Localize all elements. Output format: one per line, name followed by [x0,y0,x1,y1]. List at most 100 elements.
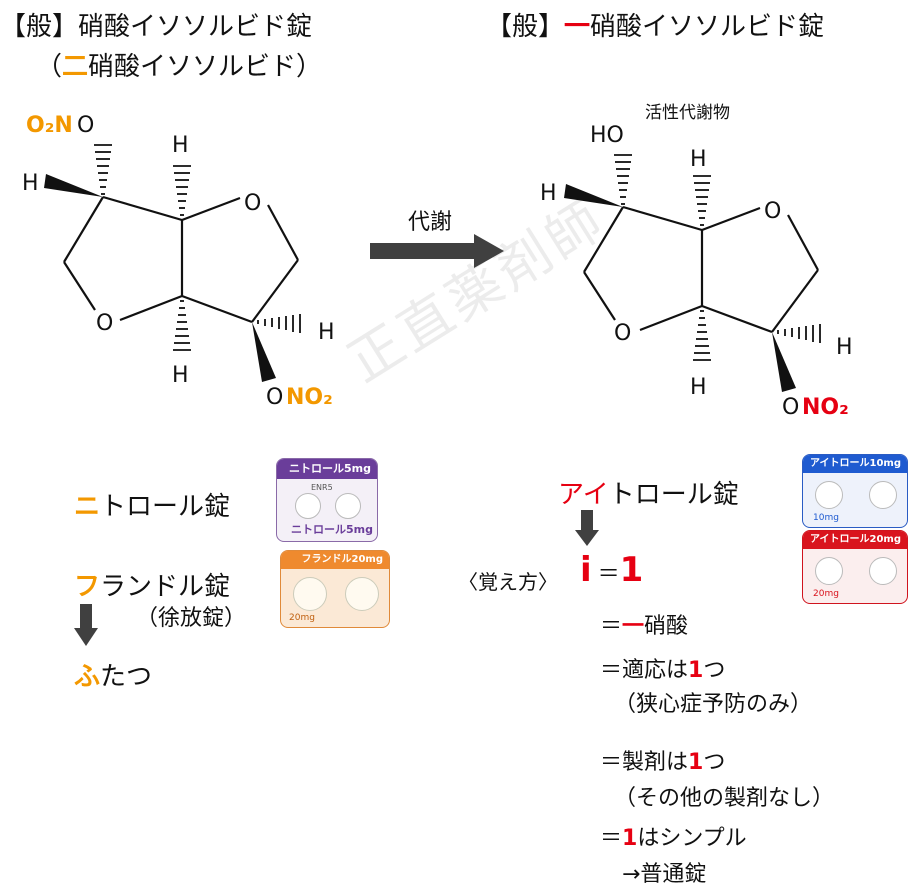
left-molecule: O₂N O H H H H O O O NO₂ [22,113,335,410]
frandol-note: （徐放錠） [136,606,247,631]
right-ring-bonds [583,205,819,334]
right-bold-wedge-ono2 [772,332,796,392]
itrol-highlight: アイ [558,480,609,510]
mnemonic-line-1: ＝一硝酸 [600,608,688,640]
mnemonic-label: 〈覚え方〉 [458,570,558,594]
right-ring-o2-label: O [614,321,631,346]
nitrol-name: ニトロール錠 [74,486,230,523]
futatsu-rest: たつ [100,662,153,692]
mnemonic-line-4-num: 1 [622,826,638,851]
left-subtitle: （二硝酸イソソルビド） [36,46,322,83]
frandol-pack-image: フランドル20mg 20mg [280,550,390,628]
left-o-bottom-label: O [266,385,283,410]
left-bold-wedge-ono2 [252,322,276,382]
itrol20-tablet-1 [815,557,843,585]
left-subtitle-rest: 硝酸イソソルビド） [88,52,323,82]
left-title: 【般】硝酸イソソルビド錠 [0,12,313,42]
mnemonic-one: 1 [619,550,644,590]
mnemonic-i-letter: i [580,550,592,590]
mnemonic-line-3-note: （その他の製剤なし） [614,786,835,811]
itrol-name: アイトロール錠 [558,474,739,511]
mnemonic-line-2-num: 1 [688,658,704,683]
nitrol-pack-image: ニトロール5mg ENR5 ニトロール5mg [276,458,378,542]
right-title-prefix: 【般】 [486,12,565,42]
itrol20-tablet-2 [869,557,897,585]
right-ring-o1-label: O [764,199,781,224]
mnemonic-line-3-rest: つ [703,750,726,775]
frandol-rest: ランドル錠 [100,572,231,602]
mnemonic-line-1-rest: 硝酸 [644,614,689,639]
right-bold-wedge-h [564,184,623,207]
itrol10-pack-image: アイトロール10mg 10mg [802,454,908,528]
itrol-rest: トロール錠 [608,480,739,510]
frandol-tablet-1 [293,577,327,611]
right-o-bottom-label: O [782,395,799,420]
frandol-pack-dose: 20mg [289,613,315,623]
mnemonic-line-2-eq: ＝適応は [600,658,689,683]
left-ring-o1-label: O [244,191,261,216]
nitrol-pack-code: ENR5 [311,483,333,492]
left-o2n-label: O₂N [26,113,73,138]
nitrol-tablet-2 [335,493,361,519]
itrol10-pack-dose: 10mg [813,513,839,523]
left-subtitle-open: （ [36,52,63,82]
mnemonic-line-4: ＝1はシンプル [600,820,747,852]
mnemonic-equals: ＝ [597,562,620,587]
nitrol-pack-footer: ニトロール5mg [291,523,373,536]
left-h3-label: H [172,363,189,388]
itrol20-pack-image: アイトロール20mg 20mg [802,530,908,604]
right-no2-label: NO₂ [802,395,849,420]
mnemonic-line-1-eq: ＝ [600,614,623,639]
itrol20-pack-header: アイトロール20mg [803,531,907,549]
right-title-highlight: 一 [564,12,591,42]
right-ho-label: HO [590,123,624,148]
right-h2-label: H [690,147,707,172]
metabolism-arrow [370,234,504,268]
mnemonic-line-3: ＝製剤は1つ [600,744,725,776]
right-title-rest: 硝酸イソソルビド錠 [590,12,825,42]
right-hash-wedges [614,154,821,361]
right-molecule: HO H H H H O O O NO₂ [540,123,853,420]
right-down-arrow-head [575,530,599,546]
right-title: 【般】一硝酸イソソルビド錠 [486,6,824,43]
left-h1-label: H [22,171,39,196]
futatsu-text: ふたつ [74,656,152,693]
mnemonic-line-3-num: 1 [688,750,704,775]
itrol20-pack-dose: 20mg [813,589,839,599]
left-down-arrow-head [74,628,98,646]
frandol-tablet-2 [345,577,379,611]
left-hash-wedges [94,144,301,351]
right-h3-label: H [690,375,707,400]
frandol-pack-header: フランドル20mg [281,551,389,569]
mnemonic-line-2: ＝適応は1つ [600,652,725,684]
nitrol-pack-header: ニトロール5mg [277,459,377,479]
left-h4-label: H [318,320,335,345]
nitrol-tablet-1 [295,493,321,519]
nitrol-highlight: ニ [74,492,101,522]
left-ring-bonds [63,195,299,324]
left-no2-label: NO₂ [286,385,333,410]
itrol10-tablet-1 [815,481,843,509]
itrol10-tablet-2 [869,481,897,509]
left-bold-wedge-h [44,174,103,197]
frandol-name: フランドル錠 [74,566,230,603]
metabolism-label: 代謝 [408,210,453,235]
mnemonic-i-line: i＝1 [580,550,643,590]
right-h1-label: H [540,181,557,206]
mnemonic-line-5: →普通錠 [622,862,707,887]
frandol-highlight: フ [74,572,101,602]
left-ring-o2-label: O [96,311,113,336]
left-h2-label: H [172,133,189,158]
mnemonic-line-4-rest: はシンプル [637,826,747,851]
mnemonic-line-2-rest: つ [703,658,726,683]
active-metabolite-label: 活性代謝物 [645,103,730,123]
itrol10-pack-header: アイトロール10mg [803,455,907,473]
right-down-arrow-shaft [581,510,593,532]
nitrol-rest: トロール錠 [100,492,231,522]
mnemonic-line-3-eq: ＝製剤は [600,750,689,775]
right-h4-label: H [836,335,853,360]
left-down-arrow-shaft [80,604,92,630]
mnemonic-line-4-eq: ＝ [600,826,623,851]
left-o-top-label: O [77,113,94,138]
left-subtitle-highlight: 二 [62,52,89,82]
